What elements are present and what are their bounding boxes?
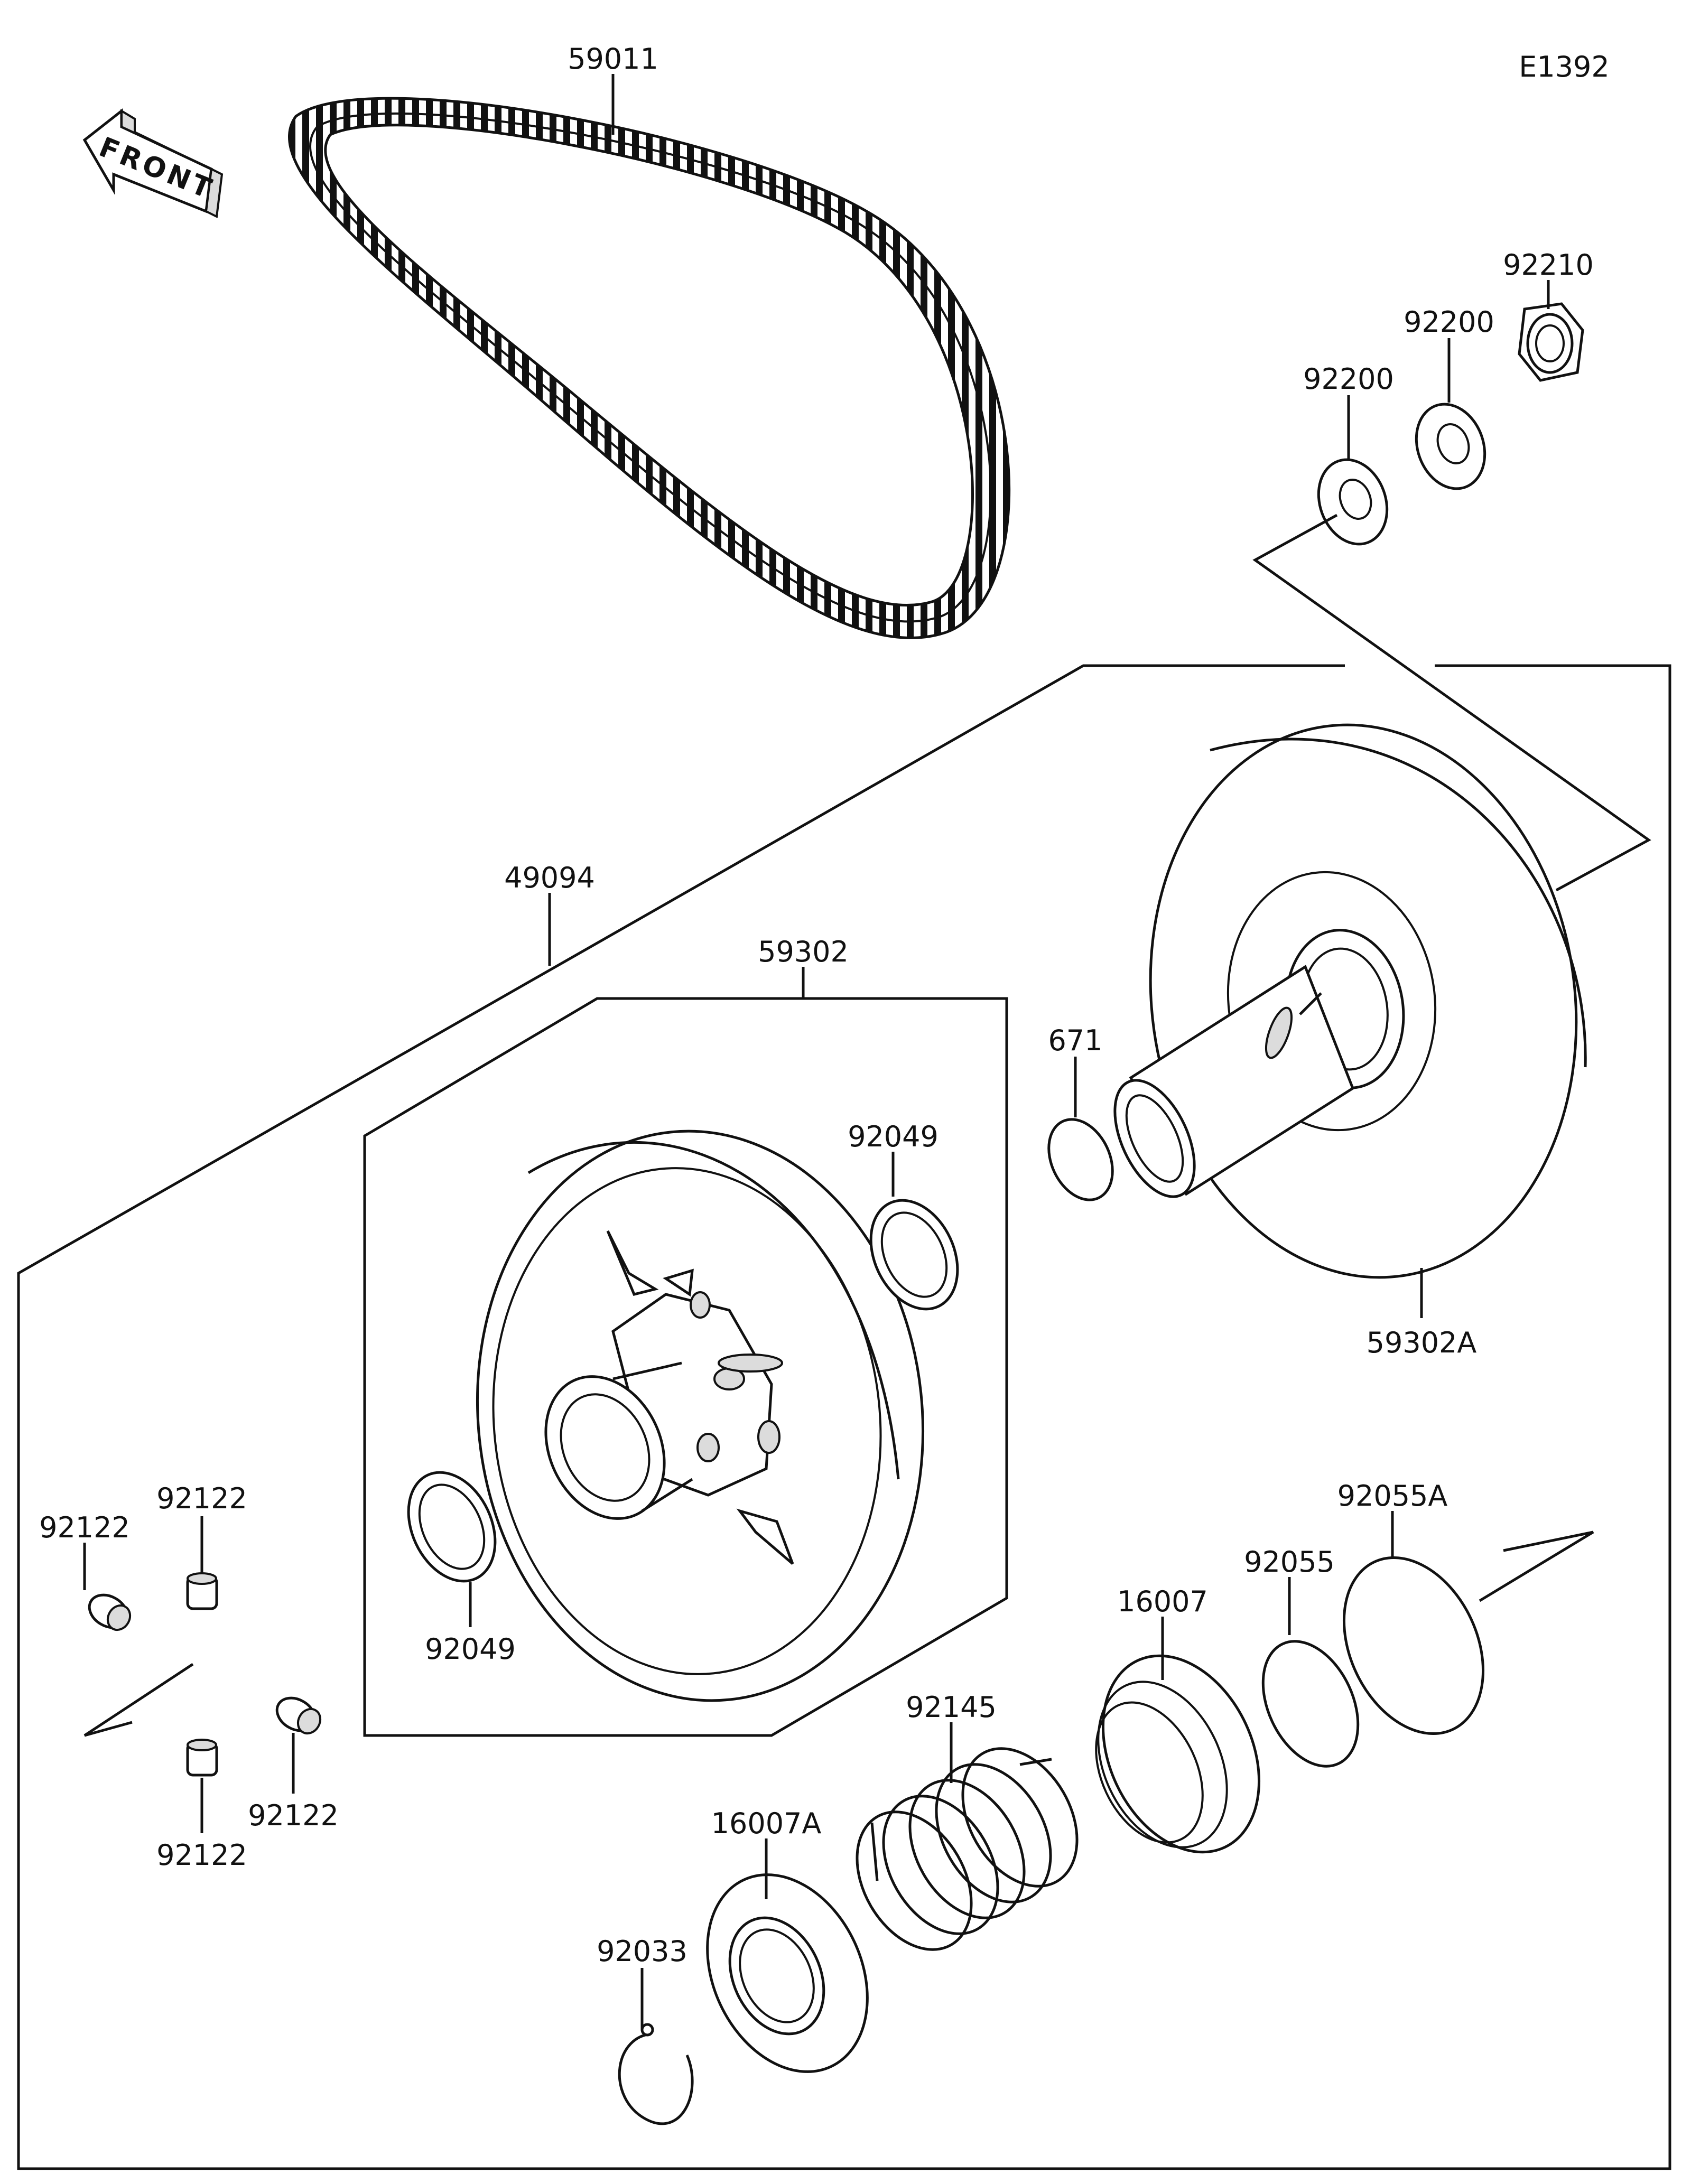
label-nut: 92210 bbox=[1503, 248, 1594, 282]
assembly-bracket bbox=[17, 664, 1671, 2170]
label-sheave-inner: 59302 bbox=[758, 935, 849, 968]
label-bush-bottom: 92049 bbox=[425, 1632, 516, 1666]
label-cam-a: 16007A bbox=[711, 1807, 822, 1840]
leader-rollers-arrow bbox=[83, 1663, 194, 1737]
leader-stack bbox=[1252, 514, 1651, 892]
nut-icon bbox=[1518, 302, 1584, 382]
circlip-icon bbox=[618, 2023, 694, 2125]
inner-sheave bbox=[476, 1130, 924, 1702]
roller-icon bbox=[275, 1696, 322, 1735]
label-cam: 16007 bbox=[1117, 1585, 1208, 1618]
cam-icon bbox=[1095, 1654, 1261, 1854]
outer-sheave bbox=[1113, 723, 1587, 1279]
drive-belt bbox=[288, 97, 1011, 639]
label-o-ring: 671 bbox=[1048, 1024, 1102, 1057]
bush-icon bbox=[407, 1471, 497, 1583]
diagram-code: E1392 bbox=[1519, 50, 1610, 83]
roller-icon bbox=[88, 1593, 132, 1631]
label-roller-3: 92122 bbox=[156, 1838, 247, 1872]
washer-icon bbox=[1317, 458, 1389, 546]
label-spring: 92145 bbox=[906, 1691, 997, 1724]
label-roller-2: 92122 bbox=[156, 1482, 247, 1515]
ring-icon bbox=[1261, 1640, 1360, 1768]
leader-stack-lower bbox=[1479, 1530, 1594, 1602]
cam-a-icon bbox=[706, 1873, 869, 2073]
label-roller-1: 92122 bbox=[39, 1511, 130, 1544]
roller-icon bbox=[186, 1739, 218, 1777]
bush-icon bbox=[869, 1199, 959, 1311]
spring-icon bbox=[856, 1747, 1079, 1951]
front-arrow-icon: FRONT bbox=[82, 108, 224, 219]
o-ring-icon bbox=[1047, 1118, 1114, 1201]
label-bush-top: 92049 bbox=[848, 1120, 939, 1153]
label-belt: 59011 bbox=[568, 42, 658, 76]
washer-icon bbox=[1415, 403, 1486, 490]
label-assembly: 49094 bbox=[504, 861, 595, 894]
inner-sheave-bracket bbox=[363, 997, 1008, 1737]
label-washer-a: 92200 bbox=[1303, 362, 1394, 396]
label-washer-b: 92200 bbox=[1404, 305, 1494, 339]
label-sheave-outer: 59302A bbox=[1367, 1326, 1477, 1359]
label-ring-a: 92055A bbox=[1337, 1479, 1448, 1513]
label-roller-4: 92122 bbox=[248, 1799, 339, 1832]
label-ring-b: 92055 bbox=[1244, 1545, 1335, 1579]
label-circlip: 92033 bbox=[597, 1935, 687, 1968]
roller-icon bbox=[186, 1572, 218, 1610]
ring-icon bbox=[1342, 1556, 1485, 1735]
